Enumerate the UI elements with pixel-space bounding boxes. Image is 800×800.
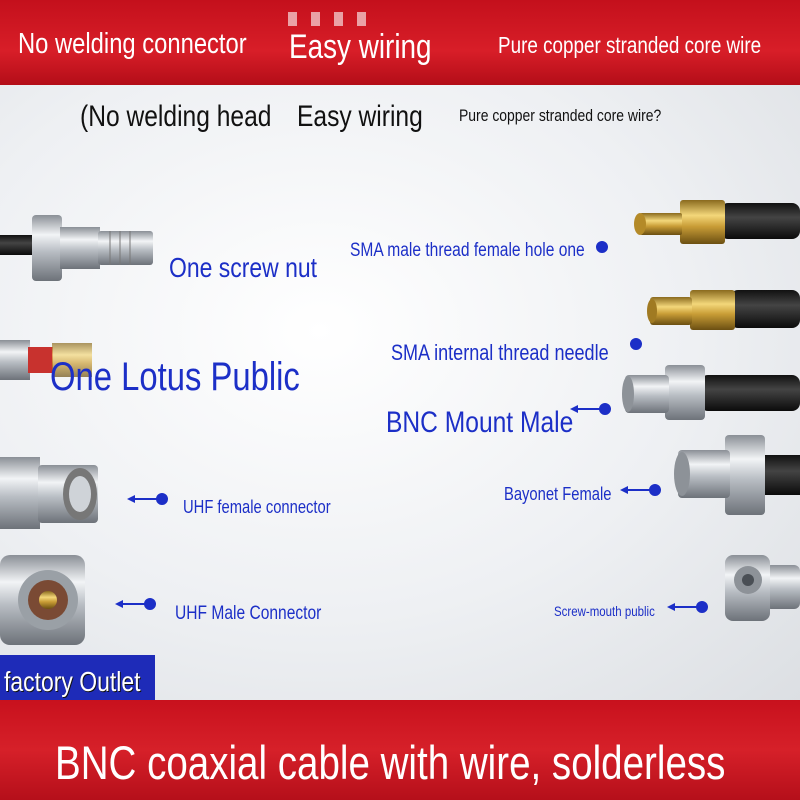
decorative-marks [288, 12, 388, 26]
lotus-connector [0, 340, 92, 380]
subtitle-no-welding-head: (No welding head [80, 100, 272, 133]
label-bnc-mount-male: BNC Mount Male [386, 406, 574, 439]
bayonet-female-connector [674, 435, 800, 515]
label-uhf-female: UHF female connector [183, 497, 331, 517]
label-bayonet-female: Bayonet Female [504, 484, 612, 504]
uhf-female-connector [0, 457, 98, 529]
label-screw-nut: One screw nut [169, 252, 318, 283]
connectors-illustration [0, 200, 800, 645]
uhf-male-connector [0, 555, 85, 645]
top-banner: No welding connector Easy wiring Pure co… [0, 0, 800, 85]
sma-female-connector [634, 200, 800, 244]
bottom-banner [0, 700, 800, 800]
screw-mouth-connector [725, 555, 800, 621]
sma-male-connector [647, 290, 800, 330]
banner-easy-wiring-text: Easy wiring [289, 28, 432, 66]
label-lotus-public: One Lotus Public [50, 355, 300, 399]
label-uhf-male: UHF Male Connector [175, 603, 322, 624]
bnc-male-connector [622, 365, 800, 420]
label-sma-male-thread: SMA male thread female hole one [350, 240, 585, 261]
subtitle-easy-wiring: Easy wiring [297, 100, 423, 133]
banner-no-welding-text: No welding connector [18, 28, 247, 60]
label-screw-mouth: Screw-mouth public [554, 603, 655, 619]
pointer-arrows [115, 241, 708, 613]
screw-nut-connector [0, 215, 153, 281]
subtitle-copper-wire: Pure copper stranded core wire? [459, 106, 662, 125]
factory-outlet-box [0, 655, 155, 700]
factory-outlet-label: factory Outlet [4, 666, 141, 697]
bottom-banner-text: BNC coaxial cable with wire, solderless [55, 736, 726, 789]
banner-copper-wire-text: Pure copper stranded core wire [498, 32, 762, 58]
label-sma-internal: SMA internal thread needle [391, 340, 609, 365]
